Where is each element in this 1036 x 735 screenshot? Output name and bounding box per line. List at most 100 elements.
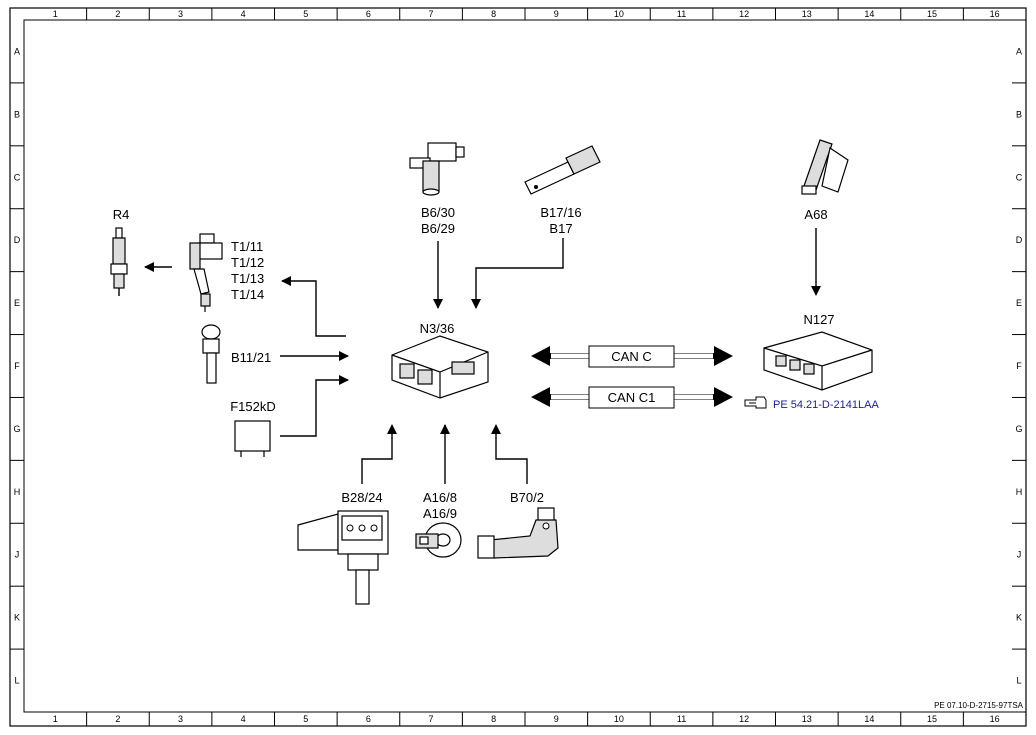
b70-2-label: B70/2 — [510, 490, 544, 505]
frame-column-number: 2 — [115, 714, 120, 724]
frame-row-labels: A A B B C C D D E E F F G G H H J J K K L L — [10, 46, 1026, 686]
frame-column-number: 14 — [864, 9, 874, 19]
relay-icon — [234, 420, 271, 457]
frame-column-number: 16 — [990, 9, 1000, 19]
frame-column-number: 13 — [802, 714, 812, 724]
frame-column-labels: 1122334455667788991010111112121313141415… — [53, 8, 1000, 726]
can-c-label: CAN C — [611, 349, 651, 364]
pressure-sensor-icon — [297, 510, 389, 605]
frame-row-letter: J — [15, 550, 20, 560]
b11-21-label: B11/21 — [231, 350, 271, 365]
document-id: PE 07.10-D-2715-97TSA — [934, 701, 1024, 710]
frame-column-number: 5 — [303, 9, 308, 19]
arrow-b17-to-n3 — [471, 238, 564, 309]
arrow-n3-to-ignition-coil — [281, 276, 346, 337]
t1-11-label: T1/11 — [231, 239, 263, 254]
frame-column-number: 6 — [366, 9, 371, 19]
frame-column-number: 1 — [53, 9, 58, 19]
frame-row-letter: F — [1016, 361, 1022, 371]
accelerator-pedal-icon — [801, 139, 849, 195]
frame-row-letter: E — [1016, 298, 1022, 308]
t1-14-label: T1/14 — [231, 287, 264, 302]
frame-column-number: 15 — [927, 714, 937, 724]
frame-column-number: 14 — [864, 714, 874, 724]
crankshaft-sensor-icon — [477, 507, 559, 559]
frame-column-number: 1 — [53, 714, 58, 724]
b17-16-label: B17/16 — [540, 205, 581, 220]
frame-row-letter: J — [1017, 550, 1022, 560]
frame-column-number: 4 — [241, 714, 246, 724]
b6-29-label: B6/29 — [421, 221, 455, 236]
frame-row-letter: A — [1016, 46, 1022, 56]
arrow-b70-to-n3 — [491, 424, 528, 484]
camshaft-sensor-icon — [409, 142, 465, 196]
frame-row-letter: B — [1016, 109, 1022, 119]
a16-8-label: A16/8 — [423, 490, 457, 505]
frame-column-number: 10 — [614, 9, 624, 19]
frame-row-letter: C — [1016, 172, 1023, 182]
powertrain-control-unit-icon — [763, 331, 873, 391]
frame-row-letter: E — [14, 298, 20, 308]
frame-column-number: 12 — [739, 9, 749, 19]
n3-36-label: N3/36 — [420, 321, 455, 336]
frame-column-number: 10 — [614, 714, 624, 724]
frame-column-number: 12 — [739, 714, 749, 724]
frame-row-letter: D — [1016, 235, 1023, 245]
t1-12-label: T1/12 — [231, 255, 264, 270]
frame-row-letter: H — [14, 487, 21, 497]
drawing-frame — [9, 7, 1027, 727]
frame-column-number: 3 — [178, 714, 183, 724]
f152kd-label: F152kD — [230, 399, 276, 414]
a16-9-label: A16/9 — [423, 506, 457, 521]
b28-24-label: B28/24 — [341, 490, 382, 505]
frame-column-number: 8 — [491, 714, 496, 724]
frame-column-number: 2 — [115, 9, 120, 19]
frame-row-letter: B — [14, 109, 20, 119]
ignition-coil-icon — [189, 233, 223, 312]
frame-column-number: 13 — [802, 9, 812, 19]
frame-row-letter: L — [1016, 676, 1021, 686]
arrow-b28-to-n3 — [361, 424, 397, 484]
frame-row-letter: D — [14, 235, 21, 245]
t1-13-label: T1/13 — [231, 271, 264, 286]
n127-label: N127 — [803, 312, 834, 327]
frame-row-letter: G — [1015, 424, 1022, 434]
frame-row-letter: G — [13, 424, 20, 434]
r4-label: R4 — [113, 207, 130, 222]
reference-link[interactable]: PE 54.21-D-2141LAA — [773, 399, 879, 411]
intake-air-temperature-sensor-icon — [524, 145, 601, 195]
frame-row-letter: K — [1016, 613, 1022, 623]
arrow-f152-to-n3 — [280, 375, 349, 437]
a68-label: A68 — [804, 207, 827, 222]
spark-plug-icon — [110, 227, 128, 296]
b6-30-label: B6/30 — [421, 205, 455, 220]
frame-column-number: 11 — [677, 9, 686, 19]
frame-row-letter: A — [14, 46, 20, 56]
signal-wires — [144, 228, 821, 484]
frame-column-number: 5 — [303, 714, 308, 724]
knock-sensor-icon — [415, 522, 462, 558]
frame-column-number: 11 — [677, 714, 686, 724]
frame-column-number: 4 — [241, 9, 246, 19]
can-c1-bus: CAN C1 — [531, 386, 733, 409]
pointing-hand-icon — [744, 396, 767, 409]
engine-control-unit-icon — [391, 335, 489, 399]
frame-column-number: 9 — [554, 9, 559, 19]
frame-row-letter: L — [14, 676, 19, 686]
frame-row-letter: K — [14, 613, 20, 623]
frame-row-letter: F — [14, 361, 20, 371]
frame-row-letter: C — [14, 172, 21, 182]
frame-row-letter: H — [1016, 487, 1023, 497]
frame-column-number: 7 — [429, 714, 434, 724]
frame-column-number: 16 — [990, 714, 1000, 724]
frame-column-number: 8 — [491, 9, 496, 19]
frame-column-number: 6 — [366, 714, 371, 724]
frame-column-number: 9 — [554, 714, 559, 724]
b17-label: B17 — [549, 221, 572, 236]
coolant-temperature-sensor-icon — [201, 324, 221, 384]
can-c1-label: CAN C1 — [608, 390, 656, 405]
frame-column-number: 7 — [429, 9, 434, 19]
frame-column-number: 15 — [927, 9, 937, 19]
frame-column-number: 3 — [178, 9, 183, 19]
